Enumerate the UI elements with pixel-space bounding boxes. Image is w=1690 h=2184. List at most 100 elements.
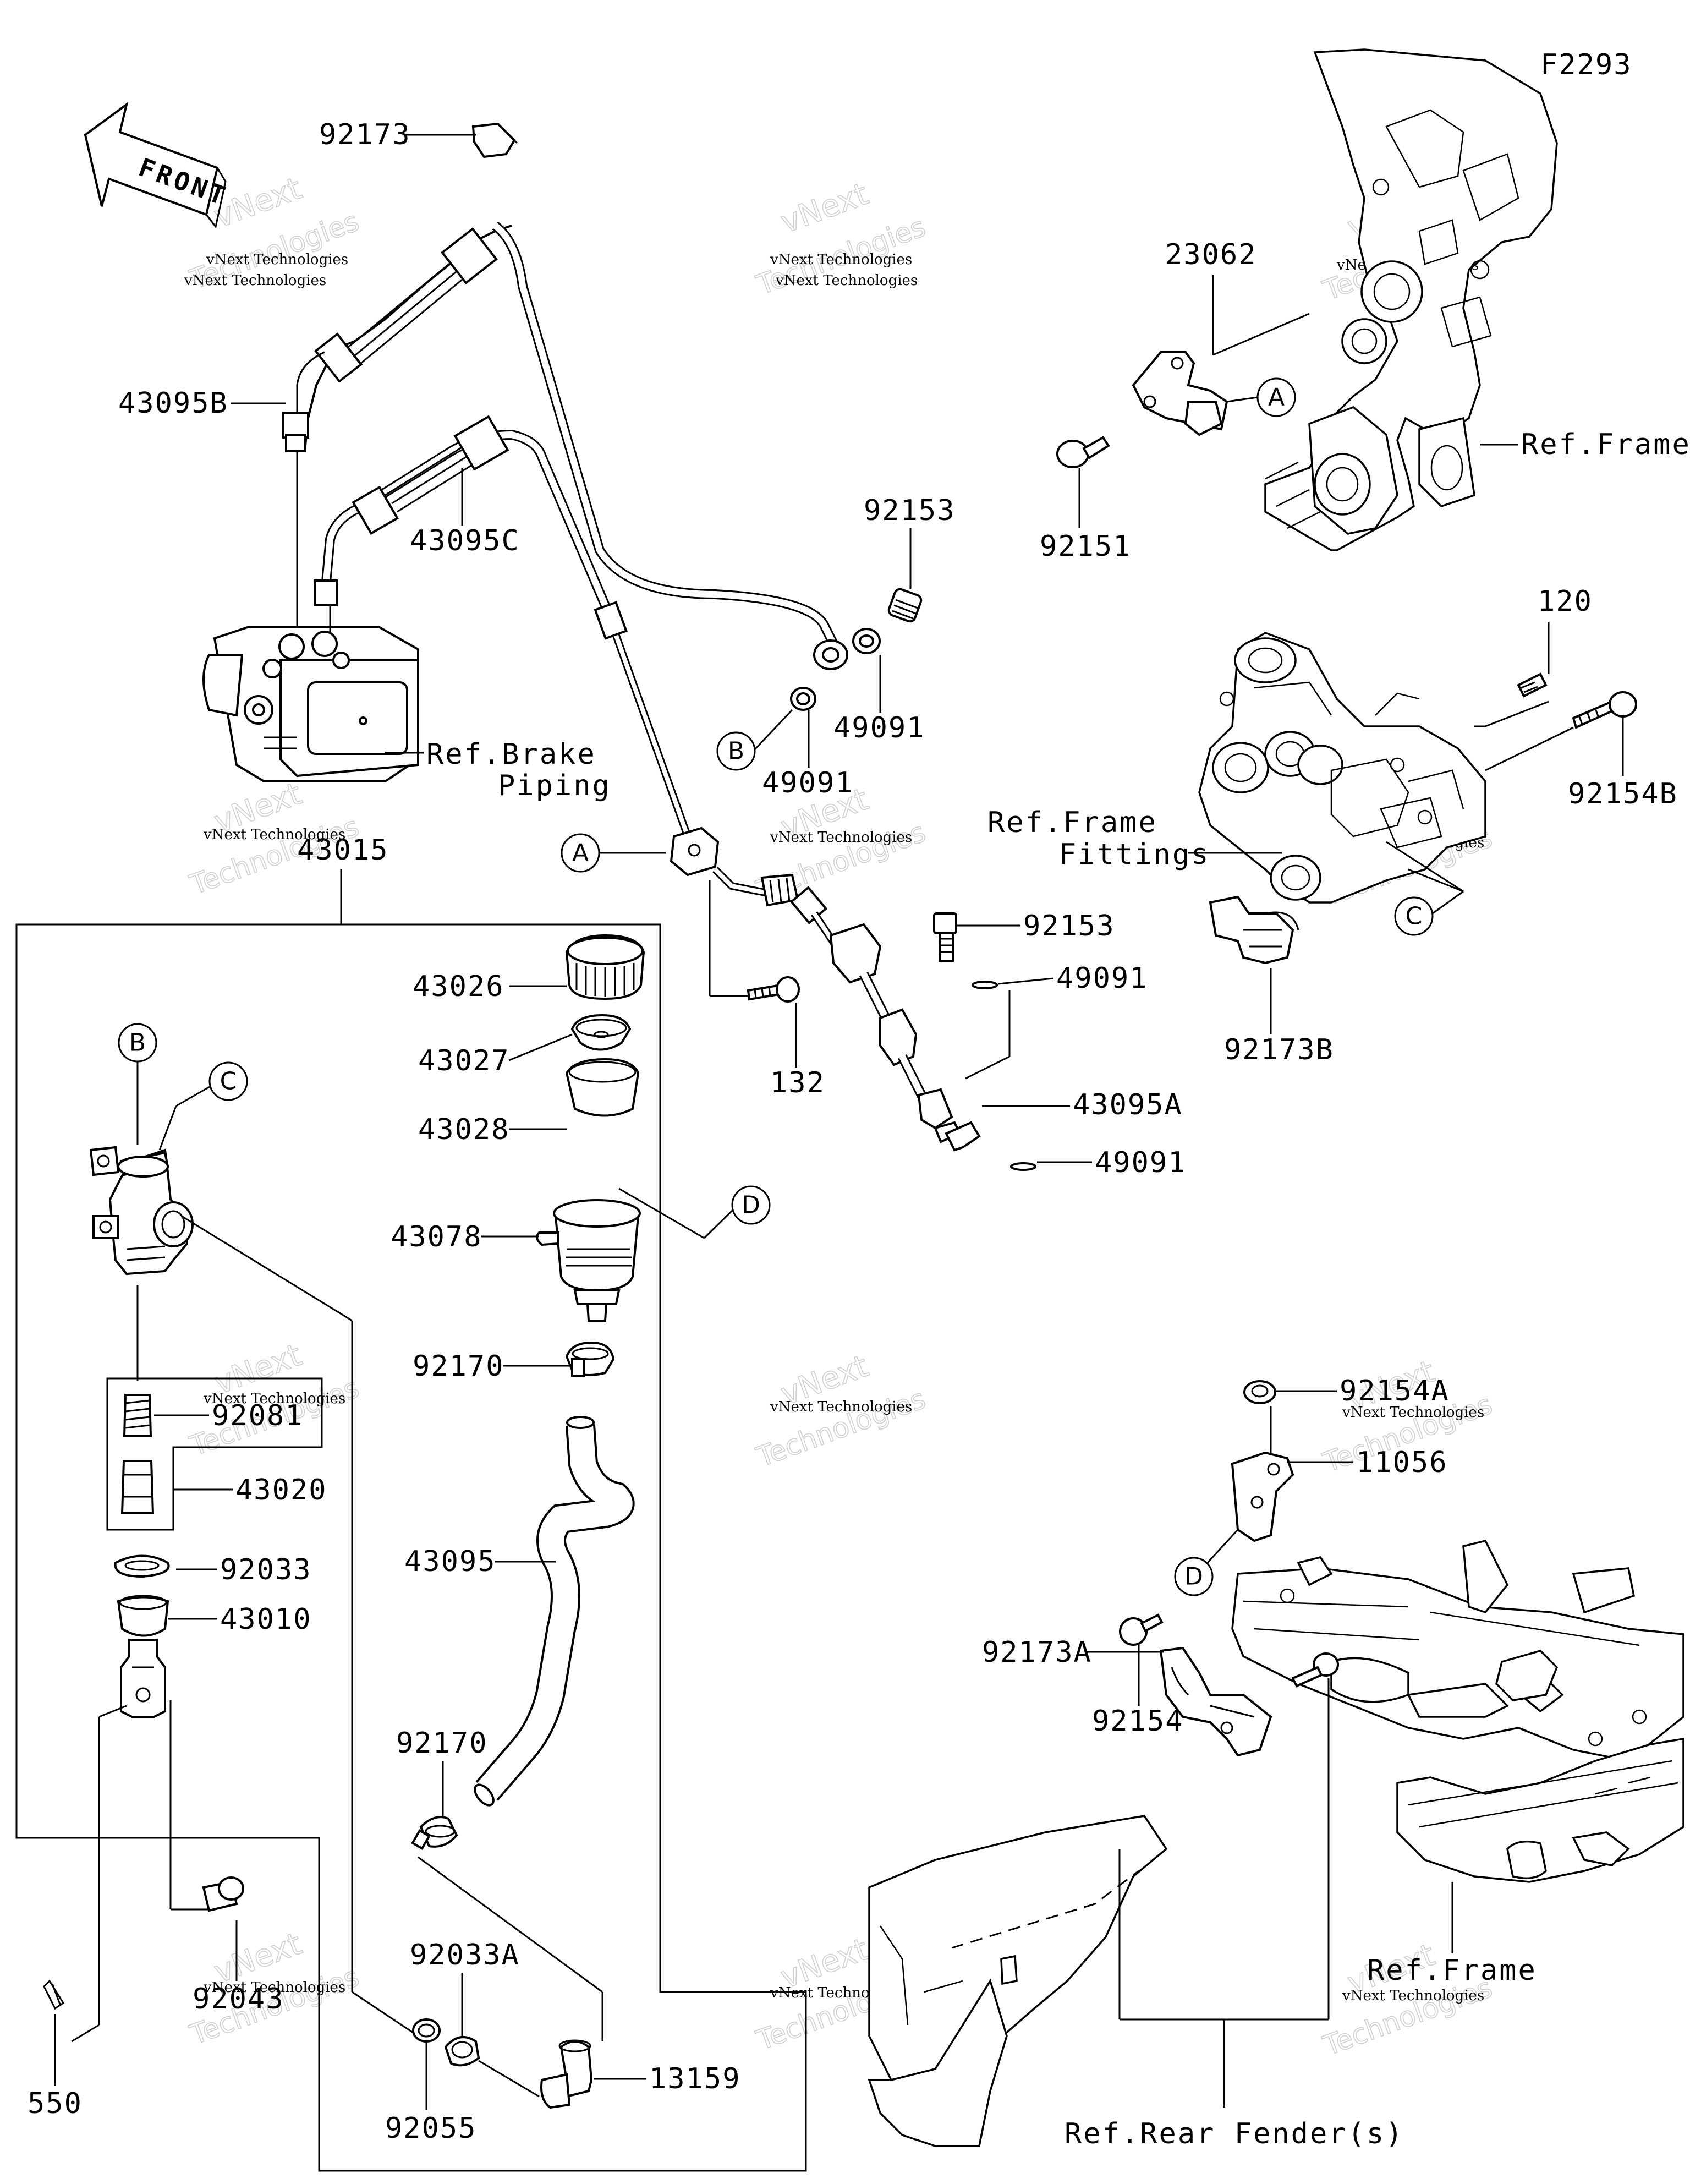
clamp-92173A	[1159, 1646, 1272, 1757]
watermark-text: vNext Technologies	[203, 826, 345, 843]
spring-92081	[123, 1394, 152, 1437]
pin-92043	[202, 1876, 244, 1912]
master-cylinder	[89, 1146, 194, 1276]
hose-clip-92170-bot	[411, 1816, 458, 1850]
callout-B-mid-text: B	[129, 1029, 146, 1057]
ref-brake-piping-1: Ref.Brake	[426, 738, 596, 771]
abs-unit	[202, 626, 419, 782]
ref-frame-top: Ref.Frame	[1521, 428, 1690, 461]
label-43095C: 43095C	[410, 524, 520, 557]
label-92153-top: 92153	[864, 494, 956, 527]
label-92151: 92151	[1040, 530, 1132, 563]
watermark-text: vNext Technologies	[184, 272, 326, 289]
fitting-13159	[540, 2039, 593, 2109]
hose-clip-92170-top	[565, 1341, 615, 1377]
label-43010: 43010	[220, 1603, 312, 1636]
label-43026: 43026	[413, 970, 504, 1003]
ref-rear-fender: Ref.Rear Fender(s)	[1065, 2117, 1404, 2150]
label-13159: 13159	[649, 2062, 741, 2095]
label-43027: 43027	[418, 1044, 510, 1077]
o-ring-92055	[412, 2018, 441, 2043]
hose-clamp-92173	[471, 122, 516, 158]
callout-D-mid	[731, 1185, 771, 1225]
label-92173: 92173	[319, 118, 411, 151]
label-49091-b: 49091	[1095, 1146, 1187, 1179]
frame-top	[1264, 48, 1558, 551]
washer-49091-b	[1010, 1162, 1036, 1171]
snap-ring-92033	[114, 1554, 170, 1578]
callout-D-mid-text: D	[742, 1191, 760, 1219]
label-92153-mid: 92153	[1023, 910, 1115, 943]
watermark-text: vNext Technologies	[206, 251, 348, 268]
reservoir-43078	[536, 1199, 641, 1322]
bolt-92154	[1119, 1613, 1164, 1646]
watermark-text: vNext Technologies	[770, 251, 912, 268]
callout-C-mid-text: C	[220, 1068, 237, 1096]
callout-C-top	[1394, 896, 1434, 936]
ref-frame-bottom: Ref.Frame	[1367, 1954, 1537, 1987]
label-43095: 43095	[404, 1545, 496, 1578]
label-49091-a: 49091	[1056, 962, 1148, 995]
callout-C-top-text: C	[1406, 902, 1423, 930]
bolt-92154A	[1243, 1380, 1276, 1404]
watermark-text: vNext Technologies	[203, 1979, 345, 1996]
label-550: 550	[28, 2087, 83, 2120]
brake-hoses-group	[202, 122, 848, 838]
label-43095A: 43095A	[1073, 1088, 1183, 1121]
label-132: 132	[770, 1066, 825, 1099]
sub-assembly-box	[106, 1377, 323, 1531]
boot-43010	[117, 1595, 169, 1637]
frame-rear	[1231, 1539, 1684, 1883]
watermark-text: vNext Technologies	[1342, 1988, 1484, 2004]
watermark-text: vNext Technologies	[1342, 1404, 1484, 1421]
label-92154B: 92154B	[1568, 778, 1678, 811]
label-92170-top: 92170	[413, 1350, 504, 1383]
callout-D-bot	[1174, 1557, 1214, 1596]
circlip-92033A	[444, 2036, 480, 2067]
washer-49091-a	[972, 981, 998, 989]
watermarks: vNext Technologies vNext Technologies vN…	[184, 170, 1497, 2062]
label-43020: 43020	[235, 1474, 327, 1507]
watermark-text: vNext Technologies	[770, 829, 912, 846]
label-43095B: 43095B	[118, 387, 228, 420]
label-49091-mid: 49091	[762, 767, 854, 800]
front-arrow-icon: FRONT	[84, 102, 232, 229]
label-92154A: 92154A	[1340, 1375, 1450, 1408]
callout-C-mid	[208, 1061, 248, 1101]
bolt-132	[747, 976, 800, 1003]
ref-brake-piping-2: Piping	[498, 769, 611, 802]
bolt-92151	[1056, 436, 1110, 468]
diaphragm-43028	[565, 1058, 640, 1117]
label-92081: 92081	[212, 1399, 304, 1432]
label-11056: 11056	[1356, 1446, 1448, 1479]
label-92055: 92055	[385, 2112, 477, 2145]
label-43015: 43015	[297, 834, 389, 867]
label-120: 120	[1538, 585, 1593, 618]
bolt-92154B	[1572, 691, 1637, 729]
figure-code: F2293	[1540, 48, 1632, 81]
callout-A-top-text: A	[1268, 384, 1285, 412]
bolt-120	[1517, 672, 1548, 698]
watermark-text: vNext Technologies	[770, 1399, 912, 1415]
ref-frame-fittings-1: Ref.Frame	[987, 806, 1157, 839]
cap-43026	[565, 934, 645, 1000]
label-92173B: 92173B	[1224, 1033, 1334, 1066]
rear-fender	[868, 1815, 1168, 2147]
diaphragm-plate-43027	[570, 1014, 632, 1051]
brake-hose-43095A	[789, 886, 981, 1152]
watermark-text: vNext Technologies	[775, 272, 918, 289]
ref-frame-fittings-2: Fittings	[1059, 838, 1210, 871]
svg-text:vNext: vNext	[776, 176, 873, 240]
label-23062: 23062	[1165, 238, 1257, 271]
callout-B-top-text: B	[728, 737, 744, 765]
svg-text:Technologies: Technologies	[752, 1383, 930, 1474]
callout-A-mid-text: A	[572, 839, 589, 867]
label-43028: 43028	[418, 1113, 510, 1146]
label-92170-bot: 92170	[396, 1727, 488, 1760]
label-43078: 43078	[391, 1220, 482, 1254]
reservoir-hose-43095	[474, 1416, 635, 1807]
push-rod-clevis	[120, 1639, 166, 1718]
label-92043: 92043	[193, 1983, 284, 2016]
label-49091-top: 49091	[833, 711, 925, 745]
